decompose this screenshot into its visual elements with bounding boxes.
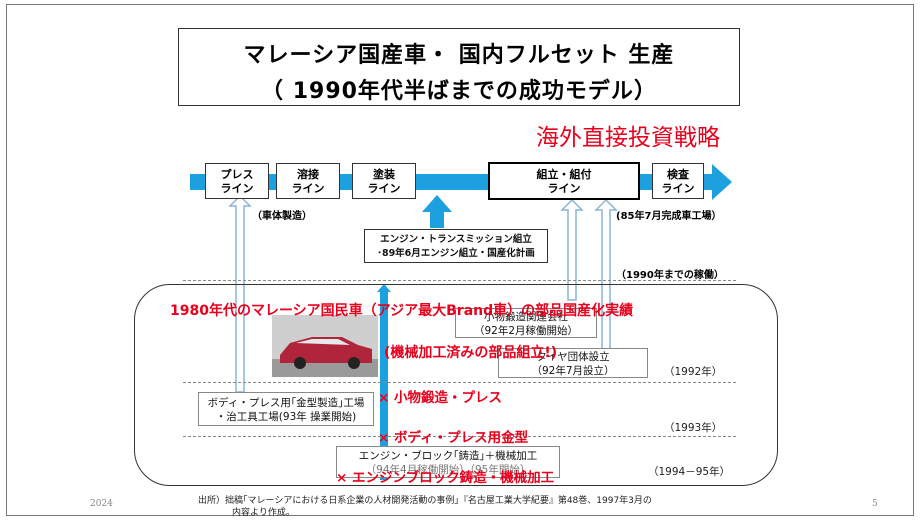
title-line1: マレーシア国産車・ 国内フルセット 生産 [243,43,675,68]
engine-box-arrowhead [377,284,391,292]
engine-transmission-box: エンジン・トランスミッション組立 ･89年6月エンジン組立・国産化計画 [364,229,548,263]
car-image [272,315,378,377]
footer-source-line2: 内容より作成。 [232,508,295,518]
engine-block-name: エンジン・ブロック｢鋳造｣＋機械加工 [358,450,538,462]
welding-label: 溶接 [297,168,319,181]
forging-press-label: × 小物鍛造・プレス [378,390,503,406]
engine-vertical-bar [380,290,388,480]
inspection-sublabel: ライン [661,182,695,195]
engine-block-date: （94年4月稼働開始）（95年開始） [365,464,531,476]
strategy-label: 海外直接投資戦略 [536,125,720,151]
line-box-press: プレス ライン [205,163,269,199]
inspection-label: 検査 [667,168,689,181]
footer-source-line1: 出所）拙稿｢マレーシアにおける日系企業の人材開発活動の事例｣『名古屋工業大学紀要… [198,496,652,506]
assembly-up-arrow-1 [560,198,584,301]
production-flow-arrow [190,164,732,200]
year-1994-95: （1994－95年） [648,466,731,478]
divider-1992 [183,382,736,383]
operation-until-1990-note: （1990年までの稼働） [616,270,724,281]
painting-sublabel: ライン [367,182,401,195]
footer-date: 2024 [90,499,113,509]
forging-company-box: 小物鍛造関連会社 （92年2月稼働開始） [455,308,597,338]
year-1992: （1992年） [664,366,723,378]
localization-frame [134,284,778,486]
tire-group-date: （92年7月設立） [531,365,615,377]
line-box-assembly: 組立・組付 ライン [488,162,640,200]
engine-box-line2: ･89年6月エンジン組立・国産化計画 [377,248,535,259]
die-factory-name: ボディ・プレス用｢金型製造｣工場 [207,397,365,409]
body-manufacturing-note: （車体製造） [252,211,312,222]
divider-1990 [183,280,736,281]
assembly-sublabel: ライン [547,182,581,195]
line-box-welding: 溶接 ライン [276,163,340,199]
title-line2: （ 1990年代半ばまでの成功モデル） [261,79,657,104]
press-die-label: × ボディ・プレス用金型 [378,430,529,446]
engine-block-label: × エンジンブロック鋳造・機械加工 [336,470,555,486]
engine-block-box: エンジン・ブロック｢鋳造｣＋機械加工 （94年4月稼働開始）（95年開始） [336,446,560,478]
title-box: マレーシア国産車・ 国内フルセット 生産 （ 1990年代半ばまでの成功モデル） [178,28,740,106]
slide-frame [6,4,914,516]
forging-company-name: 小物鍛造関連会社 [484,311,568,323]
page-number: 5 [872,499,878,509]
line-box-painting: 塗装 ライン [352,163,416,199]
machined-parts-label: (機械加工済みの部品組立!) [384,345,558,361]
forging-company-date: （92年2月稼働開始） [473,325,579,337]
tire-group-box: タイヤ団体設立 （92年7月設立） [498,348,648,378]
die-factory-box: ボディ・プレス用｢金型製造｣工場 ・治工具工場(93年 操業開始) [198,392,374,426]
welding-sublabel: ライン [291,182,325,195]
year-1993: （1993年） [664,422,723,434]
press-sublabel: ライン [220,182,254,195]
localization-record-label: 1980年代のマレーシア国民車（アジア最大Brand車）の部品国産化実績 [170,303,634,319]
press-label: プレス [220,168,254,181]
tire-group-name: タイヤ団体設立 [536,351,610,363]
engine-up-arrow [422,195,452,228]
car-photo [272,315,378,377]
line-box-inspection: 検査 ライン [652,163,704,199]
divider-1993 [183,436,736,437]
die-factory-date: ・治工具工場(93年 操業開始) [215,411,357,423]
assembly-label: 組立・組付 [536,168,592,181]
painting-label: 塗装 [373,168,395,181]
factory-completion-note: (85年7月完成車工場） [616,211,722,222]
engine-box-line1: エンジン・トランスミッション組立 [380,234,532,245]
